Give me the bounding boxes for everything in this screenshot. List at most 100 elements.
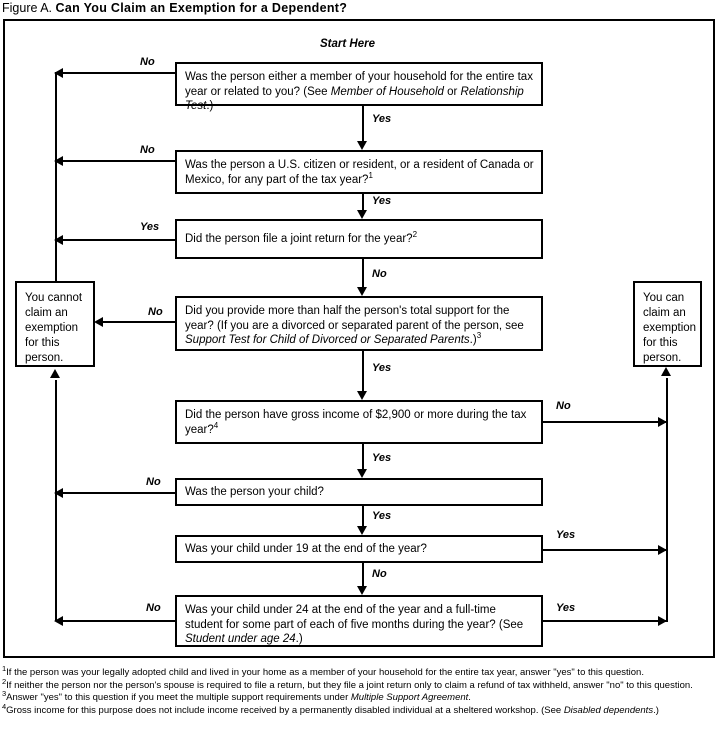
footnote-4: 4Gross income for this purpose does not …: [2, 701, 718, 718]
q6-line1: Was the person your child?: [185, 486, 324, 498]
connector-q2-to-q3-arrow: [357, 210, 367, 219]
connector-q7-to-q8-line: [362, 563, 364, 586]
edge-label-no-q2: No: [140, 144, 155, 156]
footnote-4-pre: Gross income for this purpose does not i…: [6, 704, 564, 716]
q1-line1: Was the person either a member of your h…: [185, 71, 533, 83]
connector-q5-to-q6-line: [362, 444, 364, 469]
connector-q1-to-q2-line: [362, 106, 364, 142]
connector-q6-to-q7-line: [362, 506, 364, 526]
edge-label-no-q1: No: [140, 56, 155, 68]
edge-q5-no-arrow: [658, 417, 667, 427]
footnote-4-marker: 4: [2, 701, 7, 711]
question-box-gross-income: Did the person have gross income of $2,9…: [175, 400, 543, 444]
edge-label-yes-q5: Yes: [372, 452, 392, 464]
left-trunk-lower: [55, 380, 57, 621]
connector-q5-to-q6-arrow: [357, 469, 367, 478]
q3-line1-pre: Did the person file a joint return for t…: [185, 233, 413, 245]
connector-q4-to-q5-line: [362, 351, 364, 392]
q1-em-relationship-test: Relationship Test: [185, 85, 524, 113]
left-trunk-lower-arrow: [50, 369, 60, 378]
q2-line2-pre: Mexico, for any part of the tax year?: [185, 173, 369, 186]
terminal-can-claim: You can claim an exemption for this pers…: [633, 281, 702, 367]
q1-line2-pre: year or related to you? (See: [185, 85, 331, 98]
connector-q3-to-q4-arrow: [357, 287, 367, 296]
footnote-3: 3Answer "yes" to this question if you me…: [2, 689, 718, 705]
edge-q7-yes-line: [543, 549, 668, 551]
edge-label-no-q3: No: [372, 268, 387, 280]
connector-q7-to-q8-arrow: [357, 586, 367, 595]
footnote-2-marker: 2: [2, 676, 7, 686]
question-box-joint-return: Did the person file a joint return for t…: [175, 219, 543, 259]
footnote-2: 2If neither the person nor the person's …: [2, 677, 718, 693]
edge-label-yes-q4: Yes: [372, 362, 392, 374]
q5-footnote-ref: 4: [213, 420, 219, 430]
footnote-1: 1If the person was your legally adopted …: [2, 663, 718, 680]
q4-line3-post: .): [469, 334, 477, 346]
edge-label-yes-q3: Yes: [140, 221, 160, 233]
q4-em-support-test: Support Test for Child of Divorced or Se…: [185, 334, 470, 346]
footnote-1-marker: 1: [2, 663, 7, 673]
footnotes: 1If the person was your legally adopted …: [2, 663, 718, 718]
connector-q6-to-q7-arrow: [357, 526, 367, 535]
left-trunk-upper-to-terminal: [55, 238, 57, 283]
footnote-2-text: If neither the person nor the person's s…: [6, 679, 693, 691]
q8-line1: Was your child under 24 at the end of th…: [185, 604, 496, 616]
edge-label-no-q6: No: [146, 476, 161, 488]
edge-q1-no-arrow: [54, 68, 63, 78]
footnote-3-em: Multiple Support Agreement: [350, 692, 469, 704]
edge-label-no-q8: No: [146, 602, 161, 614]
q3-footnote-ref: 2: [412, 230, 418, 240]
edge-q1-no-line: [62, 72, 175, 74]
edge-label-no-q5: No: [556, 400, 571, 412]
page-title: Can You Claim an Exemption for a Depende…: [55, 1, 348, 15]
question-box-under-24-student: Was your child under 24 at the end of th…: [175, 595, 543, 647]
q1-em-member-of-household: Member of Household: [330, 85, 444, 98]
q2-line1: Was the person a U.S. citizen or residen…: [185, 159, 534, 171]
question-box-under-19: Was your child under 19 at the end of th…: [175, 535, 543, 563]
q5-line2-pre: year?: [185, 423, 214, 436]
edge-q3-yes-line: [62, 239, 175, 241]
terminal-cannot-claim: You cannot claim an exemption for this p…: [15, 281, 95, 367]
q1-line2-mid: or: [443, 85, 461, 98]
edge-q2-no-line: [62, 160, 175, 162]
start-here-label: Start Here: [320, 38, 375, 50]
q4-line1: Did you provide more than half the perso…: [185, 305, 510, 317]
q4-line2: year? (If you are a divorced or separate…: [185, 319, 524, 332]
edge-q8-no-line: [57, 620, 175, 622]
q4-footnote-ref: 3: [476, 331, 482, 341]
edge-label-yes-q6: Yes: [372, 510, 392, 522]
edge-q7-yes-arrow: [658, 545, 667, 555]
connector-q3-to-q4-line: [362, 259, 364, 288]
figure-title: Figure A. Can You Claim an Exemption for…: [2, 1, 347, 16]
question-box-support-test: Did you provide more than half the perso…: [175, 296, 543, 351]
edge-q5-no-line: [543, 421, 668, 423]
footnote-1-text: If the person was your legally adopted c…: [6, 667, 644, 678]
q8-em-student-under-24: Student under age 24: [185, 633, 296, 645]
footnote-4-em: Disabled dependents: [563, 704, 654, 716]
edge-label-yes-q2: Yes: [372, 195, 392, 207]
edge-q4-no-arrow: [94, 317, 103, 327]
q8-line3-post: .): [295, 633, 303, 645]
footnote-3-pre: Answer "yes" to this question if you mee…: [6, 692, 351, 704]
footnote-3-marker: 3: [2, 689, 7, 699]
footnote-3-post: .: [468, 692, 471, 704]
connector-q4-to-q5-arrow: [357, 391, 367, 400]
q8-line2: student for some part of each of five mo…: [185, 618, 524, 631]
footnote-4-post: .): [653, 704, 659, 716]
edge-q4-no-line: [103, 321, 175, 323]
connector-q2-to-q3-line: [362, 194, 364, 211]
edge-label-yes-q1: Yes: [372, 113, 392, 125]
right-trunk: [666, 378, 668, 621]
q7-line1: Was your child under 19 at the end of th…: [185, 543, 427, 555]
edge-q6-no-arrow: [54, 488, 63, 498]
q5-line1: Did the person have gross income of $2,9…: [185, 409, 527, 421]
connector-q1-to-q2-arrow: [357, 141, 367, 150]
edge-label-no-q4: No: [148, 306, 163, 318]
edge-q6-no-line: [57, 492, 175, 494]
edge-q8-no-arrow: [54, 616, 63, 626]
figure-label: Figure A.: [2, 1, 53, 15]
question-box-your-child: Was the person your child?: [175, 478, 543, 506]
edge-q2-no-arrow: [54, 156, 63, 166]
edge-q3-yes-arrow: [54, 235, 63, 245]
